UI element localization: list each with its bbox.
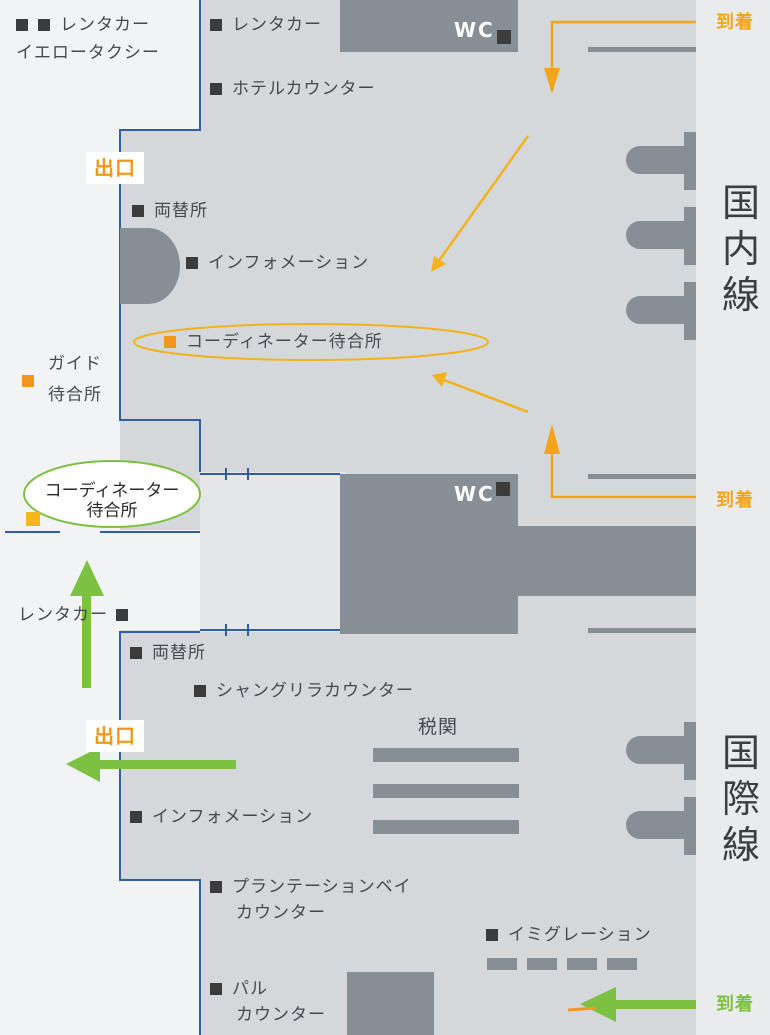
- label-guide: ガイド: [48, 354, 102, 374]
- label-coordinator-left-waiting: 待合所: [86, 501, 138, 521]
- label-plantation-bay: プランテーションベイ: [210, 876, 412, 898]
- marker-icon: [210, 881, 222, 893]
- orange-diag-arrow: [443, 378, 529, 414]
- marker-icon: [486, 929, 498, 941]
- marker-icon: [38, 19, 50, 31]
- immigration-booth: [487, 958, 517, 970]
- arrowhead: [432, 372, 447, 387]
- marker-icon: [164, 336, 176, 348]
- orange-tip: [567, 1006, 597, 1012]
- label-customs: 税関: [418, 716, 459, 738]
- label-guide-waiting: 待合所: [48, 385, 102, 405]
- wc-block-mid: [340, 474, 518, 634]
- corridor: [200, 472, 345, 632]
- label-hotel-counter: ホテルカウンター: [210, 78, 376, 100]
- label-exchange-dom: 両替所: [132, 200, 208, 222]
- customs-desk: [373, 820, 519, 834]
- pillar-block: [120, 228, 148, 304]
- green-arrow-left-head: [66, 747, 100, 782]
- label-rental-dom: レンタカー: [210, 14, 322, 36]
- marker-icon: [16, 19, 28, 31]
- arrival-path-mid: [550, 452, 696, 499]
- label-pal-counter: カウンター: [236, 1005, 326, 1025]
- immigration-booth: [527, 958, 557, 970]
- immigration-booth: [567, 958, 597, 970]
- wc-icon-upper: [497, 30, 511, 44]
- label-plantation-counter: カウンター: [236, 903, 326, 923]
- exit-label-upper: 出口: [86, 152, 144, 184]
- pillar-dome: [148, 228, 180, 304]
- jet-bridge: [626, 207, 696, 265]
- green-arrow-bottom-head: [580, 987, 616, 1022]
- label-coordinator-dom: コーディネーター待合所: [164, 331, 383, 353]
- customs-desk: [373, 784, 519, 798]
- jet-bridge: [626, 722, 696, 780]
- label-pal: パル: [210, 978, 268, 1000]
- label-rental-intl: レンタカー: [18, 604, 128, 626]
- gate-line: [588, 47, 696, 52]
- coordinator-ellipse-left: [23, 460, 201, 528]
- central-block: [518, 526, 696, 596]
- marker-icon: [22, 375, 34, 387]
- green-arrow-up-head: [70, 560, 104, 596]
- customs-desk: [373, 748, 519, 762]
- arrival-label-bottom: 到着: [716, 994, 754, 1015]
- pal-block: [347, 972, 434, 1035]
- label-yellow-taxi: イエロータクシー: [16, 43, 160, 63]
- right-strip: [696, 0, 770, 1035]
- jet-bridge: [626, 797, 696, 855]
- marker-icon: [210, 983, 222, 995]
- domestic-line-label: 国内線: [721, 181, 760, 317]
- arrowhead: [431, 256, 446, 272]
- wc-icon-mid: [496, 482, 510, 496]
- wc-block-upper: [340, 0, 518, 52]
- orange-diag-arrow: [436, 135, 530, 263]
- marker-icon: [26, 512, 40, 526]
- label-information-dom: インフォメーション: [186, 252, 369, 274]
- arrowhead: [544, 68, 560, 94]
- marker-icon: [186, 257, 198, 269]
- jet-bridge: [626, 132, 696, 190]
- arrowhead: [544, 424, 560, 454]
- label-information-intl: インフォメーション: [130, 806, 313, 828]
- marker-icon: [132, 205, 144, 217]
- exit-label-lower: 出口: [86, 720, 144, 752]
- label-coordinator-left: コーディネーター: [44, 481, 180, 501]
- green-arrow-left-shaft: [96, 760, 236, 769]
- arrival-path-top: [550, 20, 696, 70]
- international-line-label: 国際線: [721, 731, 760, 867]
- wc-label-upper: WC: [454, 18, 495, 42]
- arrival-label-mid: 到着: [716, 490, 754, 511]
- arrival-label-top: 到着: [716, 12, 754, 33]
- immigration-booth: [607, 958, 637, 970]
- label-immigration: イミグレーション: [486, 924, 652, 946]
- jet-bridge: [626, 282, 696, 340]
- marker-icon: [116, 609, 128, 621]
- coordinator-ellipse-dom: [133, 323, 489, 361]
- wall-lower: [119, 631, 201, 1035]
- marker-icon: [210, 83, 222, 95]
- label-rental-top-left: レンタカー: [16, 14, 150, 36]
- marker-icon: [210, 19, 222, 31]
- gate-line: [588, 628, 696, 633]
- label-exchange-intl: 両替所: [130, 642, 206, 664]
- marker-icon: [194, 685, 206, 697]
- label-shangrila-counter: シャングリラカウンター: [194, 680, 414, 702]
- green-arrow-bottom-shaft: [612, 1000, 696, 1009]
- wc-label-mid: WC: [454, 482, 495, 506]
- marker-icon: [130, 811, 142, 823]
- green-arrow-up-shaft: [82, 590, 91, 688]
- gate-line: [588, 474, 696, 479]
- marker-icon: [130, 647, 142, 659]
